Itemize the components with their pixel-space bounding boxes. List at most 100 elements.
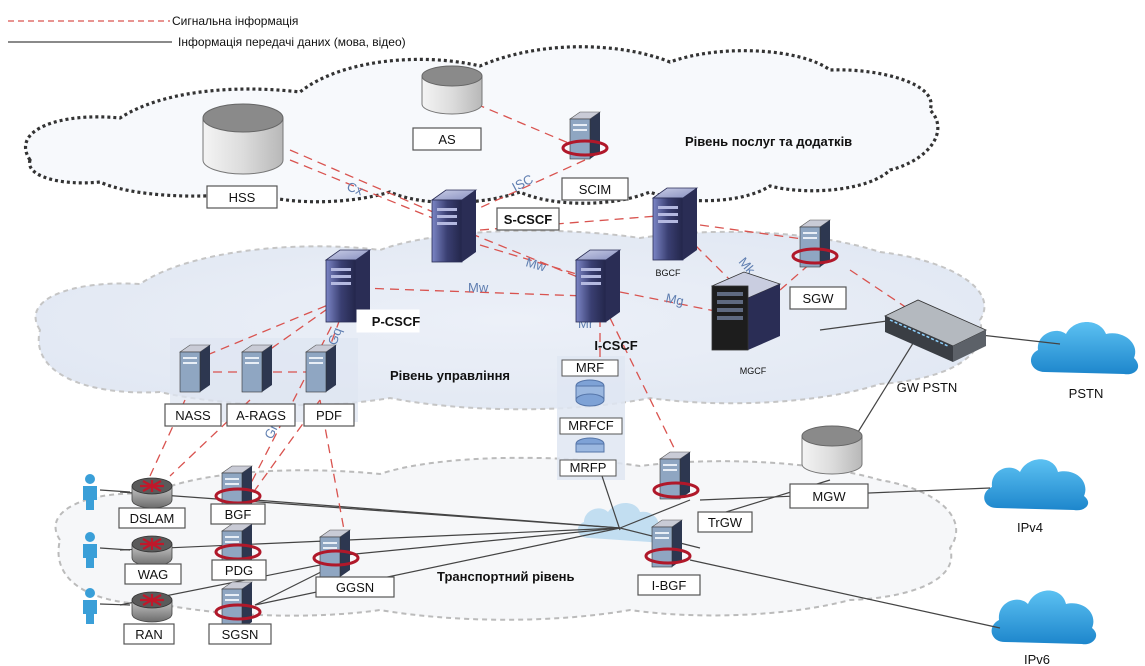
scscf-node-label: S-CSCF bbox=[504, 212, 552, 227]
bgcf-server-icon bbox=[652, 187, 698, 261]
mrfp-node-label: MRFP bbox=[570, 460, 607, 475]
sig-icscf-mgcf bbox=[619, 291, 721, 313]
user-icon bbox=[83, 588, 97, 624]
ggsn-node-label: GGSN bbox=[336, 580, 374, 595]
pdg-node-box bbox=[211, 559, 267, 581]
mgw-database-icon bbox=[801, 425, 863, 475]
icscf-server-icon bbox=[575, 249, 621, 323]
pstn-cloud-icon bbox=[1030, 322, 1139, 375]
link-user3-ran bbox=[99, 603, 131, 606]
scscf-node-box bbox=[496, 207, 560, 231]
sig-scscf-icscf bbox=[479, 244, 591, 279]
mrfp-node-box bbox=[559, 459, 617, 477]
iface-gq-label: Gq bbox=[325, 326, 345, 347]
scscf-server-icon bbox=[431, 189, 477, 263]
pdg-node-label: PDG bbox=[225, 563, 253, 578]
iface-mg-label: Mg bbox=[664, 290, 685, 308]
transport-layer-label: Транспортний рівень bbox=[437, 569, 575, 584]
mrf-node-label: MRF bbox=[576, 360, 604, 375]
nass-node-box bbox=[164, 403, 222, 427]
ipv4-node-label: IPv4 bbox=[1017, 520, 1043, 535]
sig-pcscf-bgf bbox=[249, 299, 346, 486]
mgw-node-label: MGW bbox=[812, 489, 846, 504]
sig-sgw-gwpstn bbox=[849, 269, 911, 311]
iface-mw2-label: Mw bbox=[468, 280, 489, 295]
as-node-box bbox=[412, 127, 482, 151]
sig-bgcf-sgw bbox=[699, 224, 811, 241]
dslam-node-box bbox=[118, 507, 186, 529]
wag-node-box bbox=[124, 563, 182, 585]
ipv6-cloud-icon bbox=[991, 590, 1097, 645]
arags-server-icon bbox=[241, 344, 273, 393]
dslam-router-icon bbox=[130, 476, 174, 510]
legend-data-label: Інформація передачі даних (мова, відео) bbox=[178, 35, 406, 49]
trgw-node-label: TrGW bbox=[708, 515, 743, 530]
ran-node-label: RAN bbox=[135, 627, 162, 642]
scim-server-icon bbox=[569, 111, 601, 160]
as-node-label: AS bbox=[438, 132, 456, 147]
arags-node-box bbox=[226, 403, 296, 427]
sig-as-scim bbox=[461, 97, 586, 151]
mgcf-cabinet-icon bbox=[710, 271, 782, 351]
bgcf-node-label: BGCF bbox=[655, 268, 681, 278]
pstn-node-label: PSTN bbox=[1069, 386, 1104, 401]
ibgf-node-box bbox=[637, 574, 701, 596]
sig-icscf-trgw bbox=[609, 317, 681, 461]
ran-router-icon bbox=[130, 590, 174, 624]
sig-pcscf-icscf bbox=[359, 287, 586, 297]
sgw-node-box bbox=[789, 286, 847, 310]
legend-signal-label: Сигнальна інформація bbox=[172, 14, 298, 28]
sig-pcscf-nass bbox=[194, 299, 341, 361]
hss-database-icon bbox=[202, 103, 284, 175]
ibgf-server-icon bbox=[651, 519, 683, 568]
services-layer-region bbox=[23, 45, 940, 205]
iface-cx-label: Cx bbox=[345, 179, 366, 199]
dslam-node-label: DSLAM bbox=[130, 511, 175, 526]
pcscf-node-label: P-CSCF bbox=[372, 314, 420, 329]
trgw-node-box bbox=[697, 511, 753, 533]
ipv6-node-label: IPv6 bbox=[1024, 652, 1050, 666]
pdf-node-box bbox=[303, 403, 355, 427]
hss-node-label: HSS bbox=[229, 190, 256, 205]
trgw-server-icon bbox=[659, 451, 691, 500]
link-gwpstn-mgw bbox=[849, 339, 916, 446]
ran-node-box bbox=[123, 623, 175, 645]
ipv4-cloud-icon bbox=[984, 459, 1089, 511]
wag-router-icon bbox=[130, 534, 174, 568]
sig-scim-scscf bbox=[474, 159, 586, 211]
link-ggsn-core bbox=[344, 527, 621, 556]
wag-node-label: WAG bbox=[138, 567, 169, 582]
mrf-node-box bbox=[561, 359, 619, 377]
link-bgf-core bbox=[254, 499, 621, 529]
pcscf-node-box bbox=[356, 309, 420, 333]
hss-node-box bbox=[206, 185, 278, 209]
gwpstn-switch-icon bbox=[884, 299, 987, 362]
as-database-icon bbox=[421, 65, 483, 115]
nass-server-icon bbox=[179, 344, 211, 393]
sgw-server-icon bbox=[799, 219, 831, 268]
pdf-node-label: PDF bbox=[316, 408, 342, 423]
legend: Сигнальна інформація Інформація передачі… bbox=[8, 14, 406, 49]
scim-node-label: SCIM bbox=[579, 182, 612, 197]
sgsn-node-label: SGSN bbox=[222, 627, 259, 642]
link-user1-dslam bbox=[99, 489, 131, 493]
iface-mw1-label: Mw bbox=[524, 254, 548, 274]
link-wag-core bbox=[119, 527, 621, 551]
link-ibgf-ipv6 bbox=[689, 559, 1001, 629]
gwpstn-node-label: GW PSTN bbox=[897, 380, 958, 395]
sig-hss-icscf bbox=[289, 159, 586, 281]
sgw-node-label: SGW bbox=[802, 291, 834, 306]
mrfc-disk-icon bbox=[575, 437, 605, 453]
scim-node-box bbox=[561, 177, 629, 201]
icscf-node-label: I-CSCF bbox=[594, 338, 637, 353]
control-layer-label: Рівень управління bbox=[390, 368, 510, 383]
sig-bgcf-mgcf bbox=[694, 244, 736, 286]
link-user2-wag bbox=[99, 547, 131, 551]
pdf-server-icon bbox=[305, 344, 337, 393]
link-core-trgw bbox=[619, 499, 691, 529]
mrfc-node-label: MRFCF bbox=[568, 418, 614, 433]
ggsn-node-box bbox=[315, 576, 395, 598]
nass-node-label: NASS bbox=[175, 408, 211, 423]
